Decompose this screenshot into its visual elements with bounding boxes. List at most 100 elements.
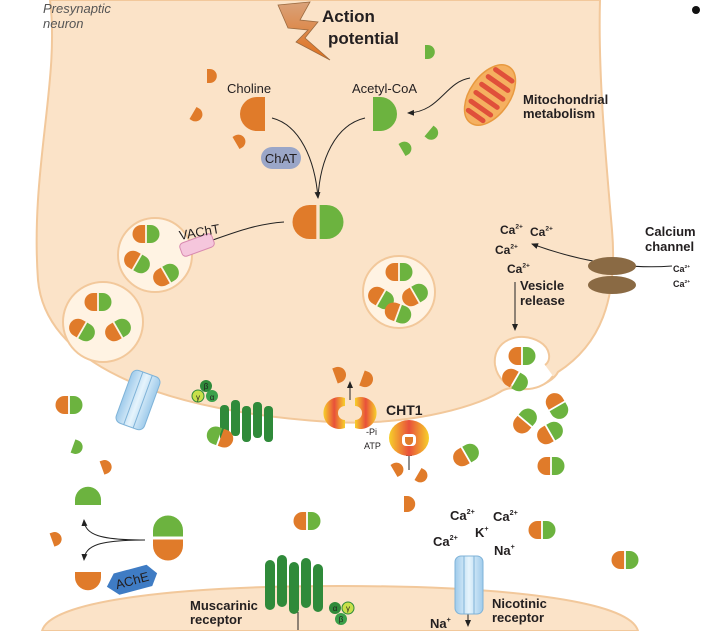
calcium-channel <box>588 257 636 275</box>
acetylcholine-molecule <box>402 283 428 307</box>
pi-label: -Pi <box>366 427 377 437</box>
acetate-molecule <box>425 45 435 59</box>
synaptic-vesicle <box>62 281 144 363</box>
presynaptic-nicotinic-receptor <box>115 369 161 431</box>
ca-ion-label: Ca2+ <box>450 508 475 523</box>
ca-ion-label: Ca2+ <box>673 264 690 274</box>
chat-label: ChAT <box>265 151 297 166</box>
ca-ion-label: Ca2+ <box>673 279 690 289</box>
arrow-mito-to-acetyl <box>407 77 471 116</box>
vesicle-release-label-2: release <box>520 293 565 308</box>
muscarinic-label-2: receptor <box>190 612 242 627</box>
acetylcholine-molecule <box>69 318 95 342</box>
muscarinic-label: Muscarinic <box>190 598 258 613</box>
acetylcholine-molecule <box>293 512 321 530</box>
acetylcholine-molecule <box>611 551 639 569</box>
choline-molecule <box>359 370 373 388</box>
nicotinic-label: Nicotinic <box>492 596 547 611</box>
choline-label: Choline <box>227 81 271 96</box>
acetylcholine-molecule <box>84 293 112 311</box>
choline-molecule <box>390 462 404 478</box>
arrow-choline-to-ach <box>271 117 321 199</box>
calcium-channel-lower <box>588 276 636 294</box>
corner-mark <box>692 6 700 14</box>
cht1-label: CHT1 <box>386 402 423 418</box>
vacht-transporter <box>179 233 215 257</box>
molecules <box>49 45 639 591</box>
choline-molecule <box>404 496 416 512</box>
acetylcholine-molecule <box>206 426 234 448</box>
postsynaptic-muscarinic-receptor: α γ β <box>265 555 355 625</box>
acetylcholine-molecule <box>384 302 412 324</box>
arrow-ache-hydrolysis <box>81 519 146 541</box>
chat-enzyme: ChAT <box>261 147 301 169</box>
postsynaptic-nicotinic-receptor <box>454 555 484 615</box>
acetylcholine-molecule <box>385 263 413 281</box>
vesicle-release-label: Vesicle <box>520 278 564 293</box>
cht1-transporter <box>389 420 429 456</box>
acetate-molecule <box>75 486 101 505</box>
na-ion-label: Na+ <box>430 616 451 631</box>
acetyl-coa-label: Acetyl-CoA <box>352 81 417 96</box>
acetylcholine-molecule <box>537 421 563 445</box>
acetylcholine-molecule <box>508 347 536 365</box>
g-protein-beta-label: β <box>339 615 344 624</box>
acetylcholine-molecule <box>105 318 131 342</box>
presynaptic-label: Presynaptic <box>43 1 111 16</box>
ca-ion-label: Ca2+ <box>433 534 458 549</box>
choline-molecule <box>189 106 203 122</box>
acetate-molecule <box>424 125 439 140</box>
acetylcholine-molecule <box>537 457 565 475</box>
g-protein-gamma-label: γ <box>196 393 200 402</box>
cht1-transporter-open <box>323 397 377 429</box>
presynaptic-muscarinic-receptor: γ β α <box>191 380 273 442</box>
g-protein-alpha-label: α <box>333 604 338 613</box>
acetylcholine-molecule <box>153 263 179 287</box>
arrow-acetyl-to-ach <box>317 117 366 199</box>
acetylcholine-molecule <box>55 396 83 414</box>
nicotinic-label-2: receptor <box>492 610 544 625</box>
g-protein-gamma-label: γ <box>346 604 350 613</box>
g-protein-alpha-label: α <box>210 393 215 402</box>
choline-molecule <box>207 69 217 83</box>
acetylcholine-molecule <box>502 368 528 392</box>
vacht-label: VAChT <box>178 221 221 243</box>
choline-molecule <box>332 366 346 384</box>
calcium-channel-label-2: channel <box>645 239 694 254</box>
ache-enzyme: AChE <box>106 564 158 595</box>
k-ion-label: K+ <box>475 525 489 540</box>
acetylcholine-molecule <box>513 408 537 434</box>
choline-molecule <box>240 97 265 131</box>
choline-molecule <box>232 134 246 150</box>
acetate-molecule <box>70 439 83 454</box>
acetyl-coa-molecule <box>373 97 397 131</box>
presynaptic-label-2: neuron <box>43 16 83 31</box>
choline-molecule <box>49 532 62 547</box>
acetate-molecule <box>398 141 412 157</box>
acetylcholine-molecule <box>292 205 344 239</box>
g-protein-beta-label: β <box>204 382 209 391</box>
choline-molecule <box>75 572 101 591</box>
acetylcholine-molecule <box>528 521 556 539</box>
choline-molecule <box>414 467 428 483</box>
acetylcholine-molecule <box>124 250 150 274</box>
mitochondrion-icon <box>463 64 517 126</box>
ca-ion-label: Ca2+ <box>493 509 518 524</box>
acetylcholine-molecule <box>153 515 183 561</box>
atp-label: ATP <box>364 441 381 451</box>
mitochondrial-label-2: metabolism <box>523 106 595 121</box>
action-potential-label: Action <box>322 7 375 26</box>
na-ion-label: Na+ <box>494 543 515 558</box>
synaptic-vesicle <box>362 255 436 329</box>
calcium-channel-label: Calcium <box>645 224 696 239</box>
arrow-ache-hydrolysis-2 <box>81 539 146 561</box>
acetylcholine-molecule <box>453 443 479 467</box>
lightning-icon <box>277 1 331 61</box>
choline-molecule <box>99 460 112 475</box>
acetylcholine-molecule <box>132 225 160 243</box>
acetylcholine-molecule <box>545 393 569 419</box>
mitochondrial-label: Mitochondrial <box>523 92 608 107</box>
action-potential-label-2: potential <box>328 29 399 48</box>
